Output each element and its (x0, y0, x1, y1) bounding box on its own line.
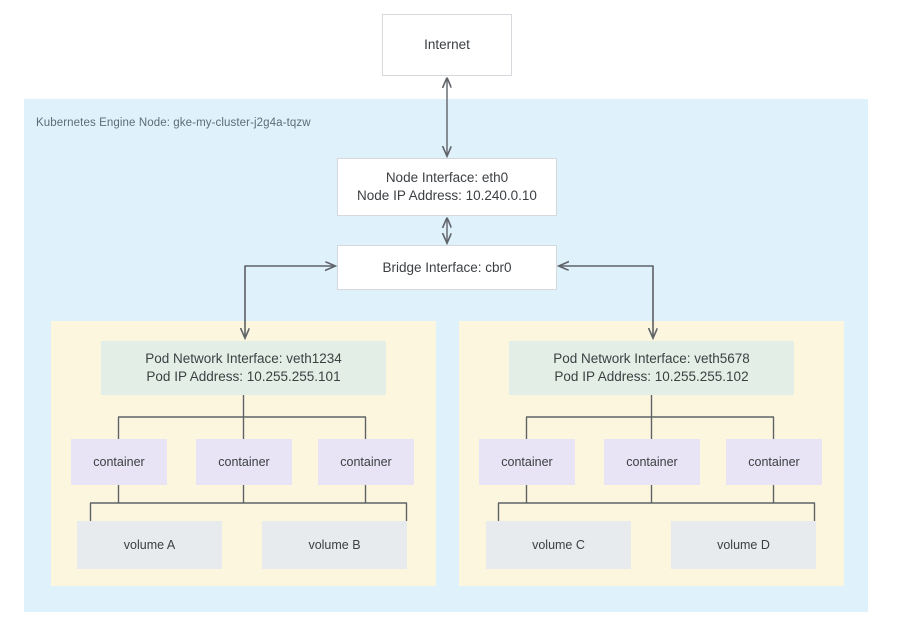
internet-label: Internet (424, 37, 470, 53)
node-ip-address: Node IP Address: 10.240.0.10 (357, 188, 537, 203)
pod-2-network-box[interactable]: Pod Network Interface: veth5678 Pod IP A… (509, 341, 794, 395)
kubernetes-node-region-label: Kubernetes Engine Node: gke-my-cluster-j… (36, 117, 311, 129)
pod-1-volume-a-label: volume A (123, 537, 176, 552)
pod-2-network-interface: Pod Network Interface: veth5678 (553, 351, 750, 367)
pod-2-container-2[interactable]: container (604, 439, 700, 485)
internet-box[interactable]: Internet (382, 14, 512, 76)
pod-2-volume-c-label: volume C (532, 537, 585, 552)
pod-1-volume-b-label: volume B (308, 537, 361, 552)
node-interface-name: Node Interface: eth0 (385, 170, 509, 186)
pod-2-container-3[interactable]: container (726, 439, 822, 485)
pod-1-volume-b[interactable]: volume B (262, 521, 407, 569)
pod-2-container-3-label: container (748, 454, 800, 469)
pod-2-container-1-label: container (501, 454, 553, 469)
bridge-interface-box[interactable]: Bridge Interface: cbr0 (337, 245, 557, 290)
pod-1-container-3-label: container (340, 454, 392, 469)
pod-2-volume-d[interactable]: volume D (671, 521, 816, 569)
node-interface-box[interactable]: Node Interface: eth0 Node IP Address: 10… (337, 158, 557, 216)
pod-2-container-1[interactable]: container (479, 439, 575, 485)
pod-2-container-2-label: container (626, 454, 678, 469)
pod-2-volume-c[interactable]: volume C (486, 521, 631, 569)
pod-1-network-interface: Pod Network Interface: veth1234 (145, 351, 342, 367)
pod-1-container-1[interactable]: container (71, 439, 167, 485)
pod-1-container-3[interactable]: container (318, 439, 414, 485)
bridge-interface-label: Bridge Interface: cbr0 (382, 259, 512, 275)
pod-2-ip-address: Pod IP Address: 10.255.255.102 (554, 369, 749, 384)
pod-2-volume-d-label: volume D (717, 537, 770, 552)
pod-1-container-1-label: container (93, 454, 145, 469)
pod-1-network-box[interactable]: Pod Network Interface: veth1234 Pod IP A… (101, 341, 386, 395)
pod-1-container-2-label: container (218, 454, 270, 469)
pod-1-volume-a[interactable]: volume A (77, 521, 222, 569)
pod-1-ip-address: Pod IP Address: 10.255.255.101 (146, 369, 341, 384)
pod-1-container-2[interactable]: container (196, 439, 292, 485)
